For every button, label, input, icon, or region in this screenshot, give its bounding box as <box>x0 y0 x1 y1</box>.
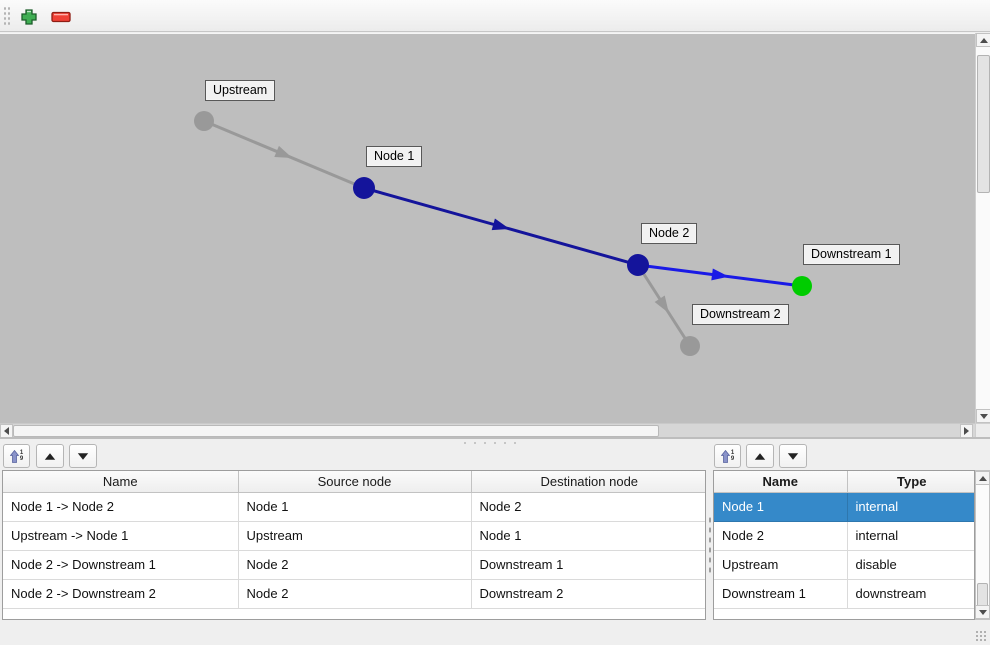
vertical-splitter[interactable] <box>707 470 712 620</box>
column-header[interactable]: Name <box>3 471 239 493</box>
table-cell[interactable]: Upstream <box>237 520 472 551</box>
table-cell[interactable]: Node 2 <box>470 492 705 522</box>
graph-node[interactable] <box>353 177 375 199</box>
graph-node[interactable] <box>194 111 214 131</box>
table-cell[interactable]: downstream <box>846 578 974 609</box>
table-cell[interactable]: Node 2 <box>237 578 472 609</box>
table-cell[interactable]: disable <box>846 549 974 580</box>
table-cell[interactable]: Node 1 <box>470 520 705 551</box>
edge-arrow-icon <box>274 145 293 158</box>
column-header[interactable]: Name <box>714 471 848 493</box>
vertical-scroll-thumb[interactable] <box>977 55 990 193</box>
column-header[interactable]: Source node <box>237 471 472 493</box>
scroll-right-button[interactable] <box>960 424 973 438</box>
plus-icon <box>21 9 37 25</box>
edge-move-up-button[interactable] <box>36 444 64 468</box>
canvas-horizontal-scrollbar[interactable] <box>0 423 975 438</box>
node-move-down-button[interactable] <box>779 444 807 468</box>
scroll-down-button[interactable] <box>976 409 990 423</box>
graph-svg <box>194 111 812 356</box>
remove-button[interactable] <box>50 6 72 28</box>
triangle-down-icon <box>978 609 987 615</box>
node-label[interactable]: Downstream 1 <box>803 244 900 265</box>
horizontal-splitter[interactable] <box>0 437 990 445</box>
node-table-scrollbar[interactable] <box>975 470 990 620</box>
main-toolbar <box>0 0 990 32</box>
scrollbar-corner <box>975 423 990 437</box>
graph-node[interactable] <box>792 276 812 296</box>
column-header[interactable]: Type <box>846 471 974 493</box>
table-cell[interactable]: Node 1 <box>237 492 472 522</box>
table-cell[interactable]: Downstream 2 <box>470 578 705 609</box>
table-cell[interactable]: Node 2 <box>237 549 472 580</box>
window-resize-grip[interactable] <box>975 630 987 642</box>
table-scroll-thumb[interactable] <box>977 583 988 607</box>
triangle-left-icon <box>4 427 9 435</box>
triangle-down-icon <box>979 413 988 419</box>
node-label[interactable]: Node 1 <box>366 146 423 167</box>
scroll-up-button[interactable] <box>976 33 990 47</box>
node-label[interactable]: Node 2 <box>641 223 698 244</box>
triangle-up-icon <box>978 475 987 481</box>
edge-arrow-icon <box>654 295 669 314</box>
table-cell[interactable]: Node 2 <box>714 520 848 551</box>
edge-arrow-icon <box>491 218 510 231</box>
toolbar-drag-handle[interactable] <box>3 6 11 26</box>
table-cell[interactable]: Downstream 1 <box>470 549 705 580</box>
table-cell[interactable]: Downstream 1 <box>714 578 848 609</box>
table-cell[interactable]: internal <box>846 520 974 551</box>
table-cell[interactable]: Node 1 -> Node 2 <box>3 492 239 522</box>
table-cell[interactable]: internal <box>846 492 974 522</box>
canvas-vertical-scrollbar[interactable] <box>975 33 990 423</box>
scroll-up-button[interactable] <box>976 471 989 485</box>
graph-node[interactable] <box>680 336 700 356</box>
table-cell[interactable]: Upstream -> Node 1 <box>3 520 239 551</box>
add-button[interactable] <box>18 6 40 28</box>
scroll-down-button[interactable] <box>976 605 989 619</box>
graph-node[interactable] <box>627 254 649 276</box>
scroll-left-button[interactable] <box>0 424 13 438</box>
triangle-right-icon <box>964 427 969 435</box>
node-label[interactable]: Downstream 2 <box>692 304 789 325</box>
triangle-up-icon <box>754 452 766 460</box>
table-cell[interactable]: Node 2 -> Downstream 1 <box>3 549 239 580</box>
triangle-down-icon <box>77 452 89 460</box>
splitter-grip-icon <box>460 441 520 445</box>
table-cell[interactable]: Node 2 -> Downstream 2 <box>3 578 239 609</box>
splitter-grip-icon <box>708 515 712 575</box>
table-cell[interactable]: Upstream <box>714 549 848 580</box>
column-header[interactable]: Destination node <box>470 471 705 493</box>
edge-arrow-icon <box>711 268 729 281</box>
node-move-up-button[interactable] <box>746 444 774 468</box>
triangle-up-icon <box>979 37 988 43</box>
triangle-down-icon <box>787 452 799 460</box>
triangle-up-icon <box>44 452 56 460</box>
minus-icon <box>51 11 71 23</box>
node-label[interactable]: Upstream <box>205 80 276 101</box>
table-cell[interactable]: Node 1 <box>714 492 848 522</box>
edge-move-down-button[interactable] <box>69 444 97 468</box>
horizontal-scroll-thumb[interactable] <box>13 425 659 437</box>
